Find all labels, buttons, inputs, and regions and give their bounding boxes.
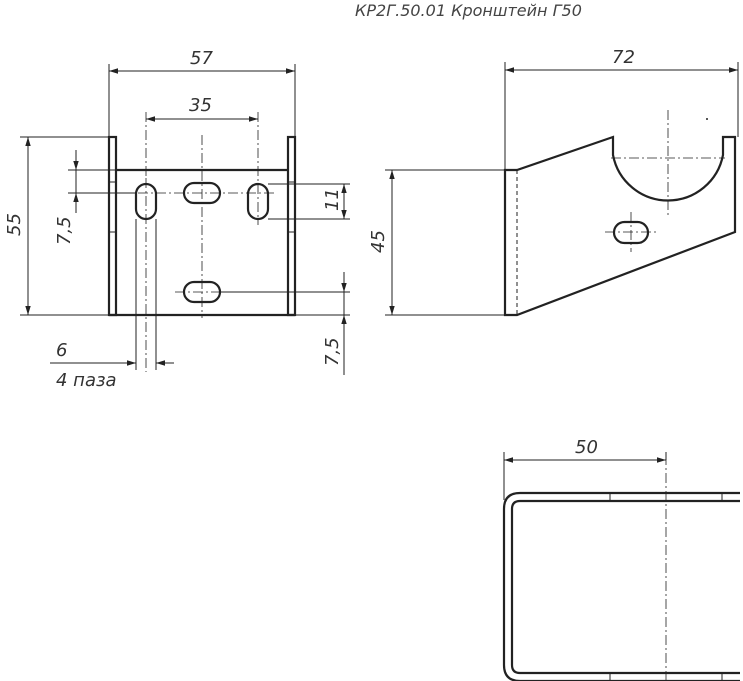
side-view: 72 45: [368, 47, 739, 317]
dim-50-label: 50: [575, 437, 598, 458]
front-view: 57 35 55 7,5 11 7,5 6 4 паза: [4, 48, 350, 391]
dim-35-label: 35: [189, 95, 212, 116]
dim-11-label: 11: [322, 188, 343, 211]
left-flange: [107, 135, 118, 317]
dim-6-label: 6: [56, 340, 67, 361]
drawing-title: КР2Г.50.01 Кронштейн Г50: [355, 1, 582, 20]
dim-72-label: 72: [612, 47, 635, 68]
dim-7-5-left-label: 7,5: [54, 216, 75, 245]
top-view: 50: [502, 437, 740, 681]
top-inner-profile: [510, 499, 740, 675]
dim-45-label: 45: [368, 230, 389, 253]
dim-55-label: 55: [4, 213, 25, 236]
slots-note: 4 паза: [56, 370, 117, 391]
top-outer-profile: [502, 491, 740, 681]
dim-7-5-bottom-label: 7,5: [322, 337, 343, 366]
side-profile: [503, 135, 737, 317]
right-flange: [286, 135, 297, 317]
dim-57-label: 57: [190, 48, 213, 69]
